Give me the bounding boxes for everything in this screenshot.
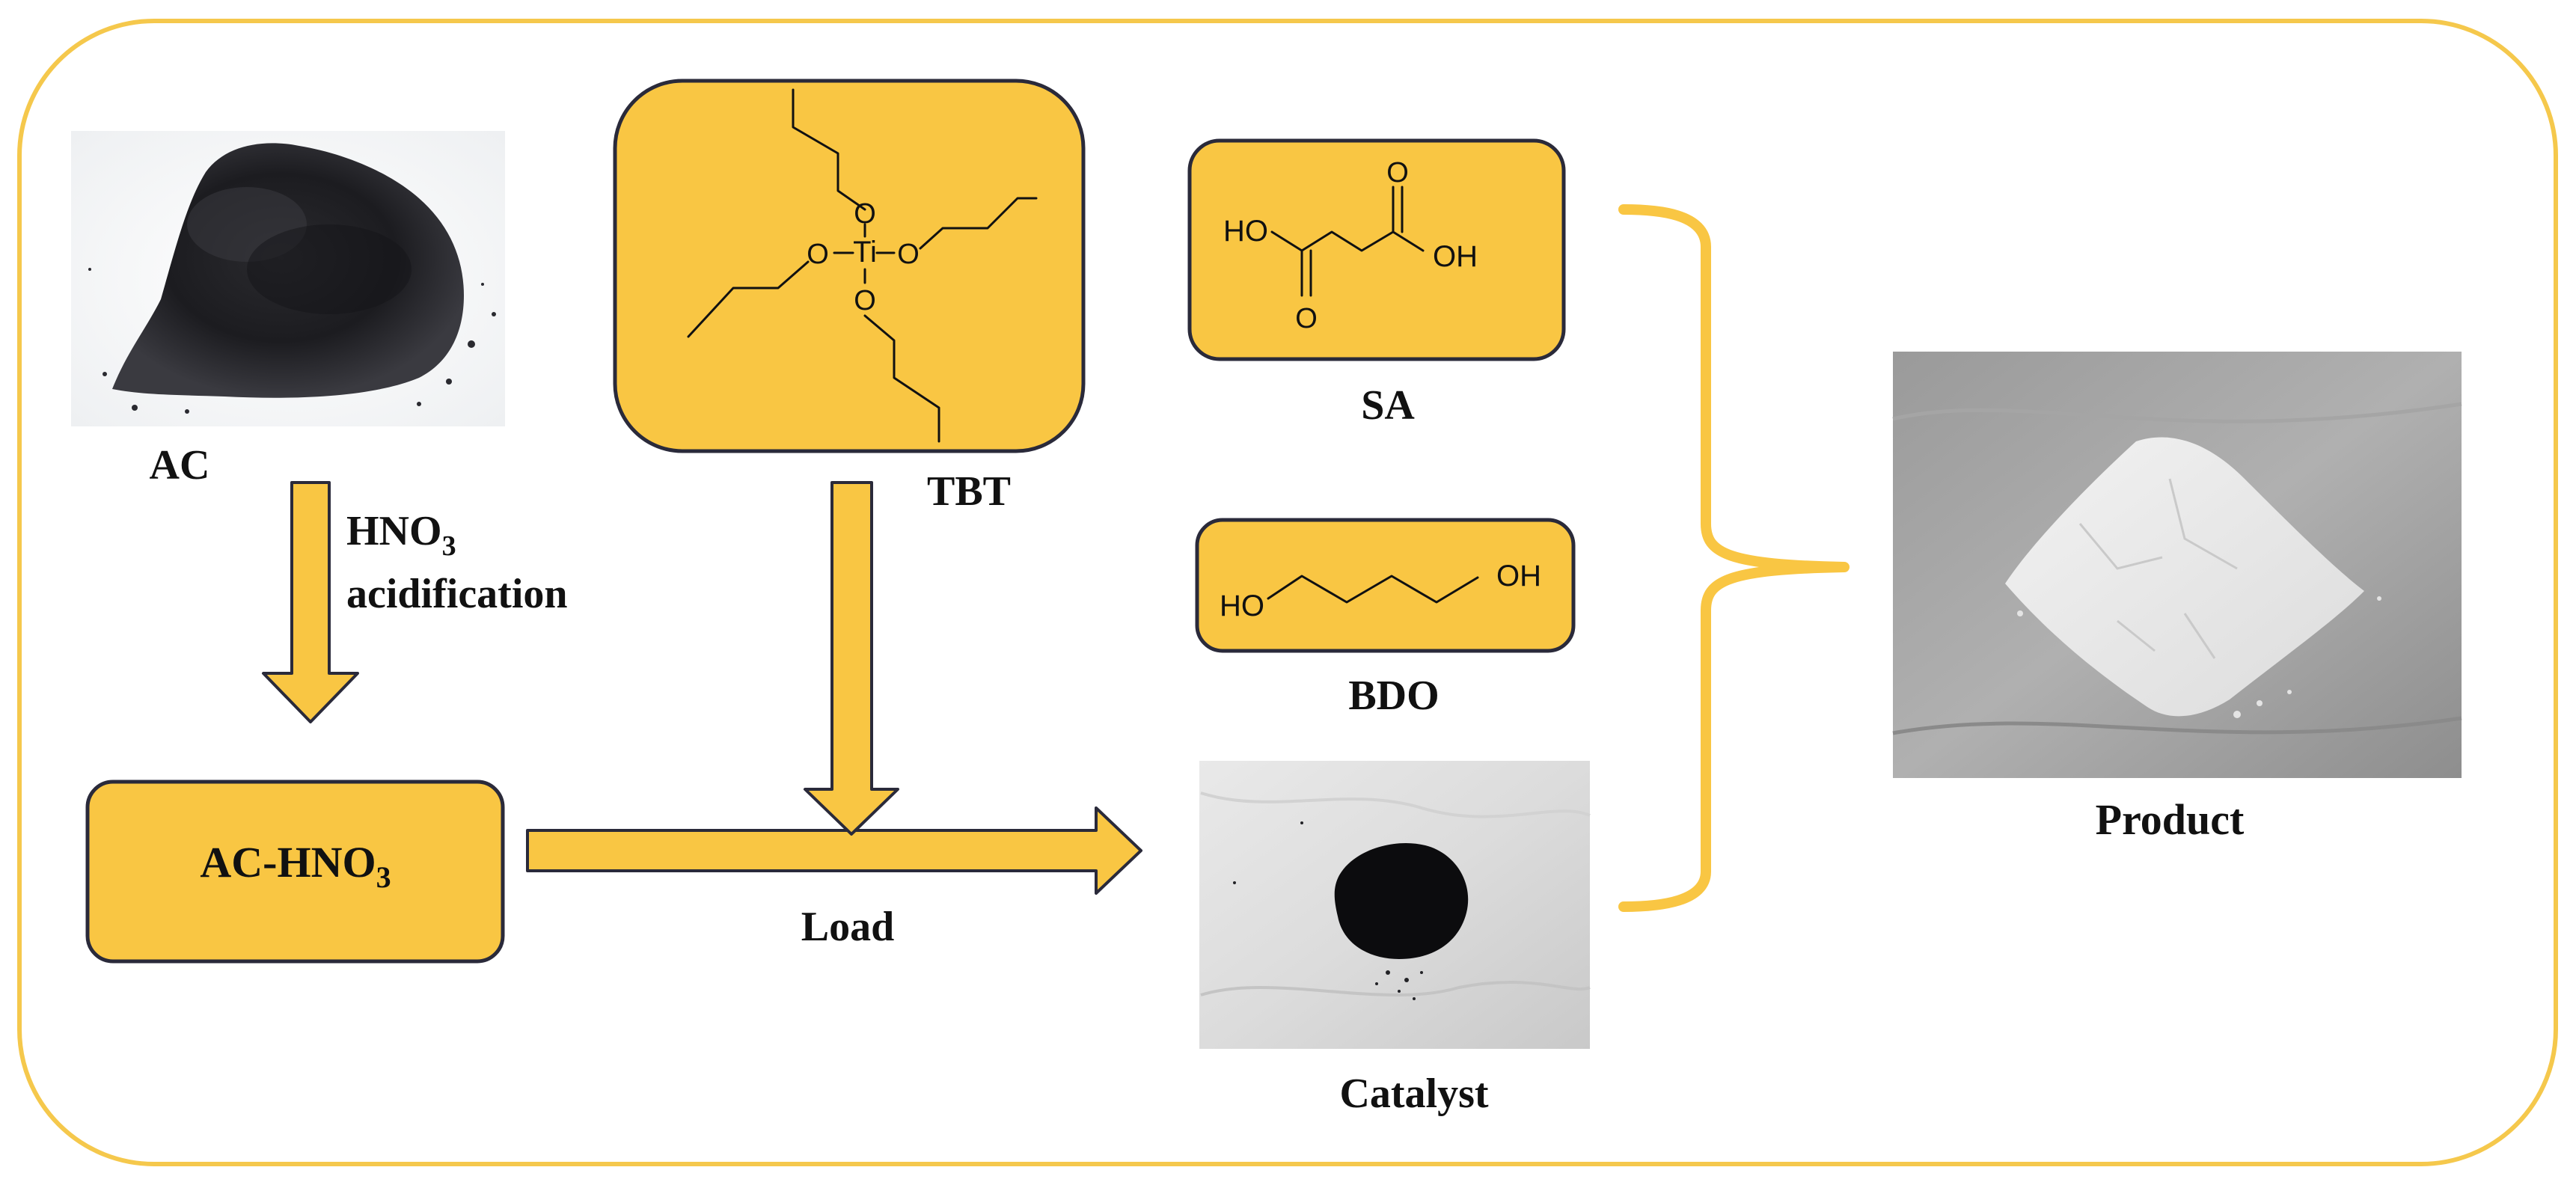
ac-hno3-label: AC-HNO3 [200, 838, 391, 894]
tbt-arrow [804, 481, 899, 836]
sa-structure: HO O O OH [1223, 157, 1478, 334]
product-label: Product [2096, 795, 2245, 844]
hno3-label: HNO3 [346, 508, 456, 562]
svg-text:O: O [1295, 303, 1318, 334]
tbt-box [613, 79, 1086, 453]
acidification-arrow [262, 481, 359, 723]
grouping-brace [1618, 204, 1850, 912]
svg-text:O: O [807, 239, 829, 270]
svg-text:O: O [854, 198, 876, 230]
product-photo [1892, 352, 2462, 778]
ac-label: AC [150, 442, 210, 489]
svg-text:O: O [1386, 157, 1409, 189]
sa-box [1187, 138, 1566, 361]
svg-text:Ti: Ti [853, 236, 877, 269]
tbt-label: TBT [927, 468, 1011, 515]
tbt-structure: Ti O O O O [687, 88, 1038, 443]
load-label: Load [801, 904, 895, 950]
ac-photo [71, 131, 505, 426]
bdo-label: BDO [1348, 673, 1439, 719]
svg-text:OH: OH [1433, 240, 1478, 273]
bdo-box [1195, 518, 1576, 653]
load-arrow [526, 806, 1142, 895]
bdo-structure: HO OH [1220, 560, 1541, 622]
svg-text:O: O [854, 285, 876, 316]
svg-text:HO: HO [1220, 590, 1264, 622]
ac-hno3-box [85, 780, 505, 964]
sa-label: SA [1361, 382, 1415, 429]
catalyst-label: Catalyst [1339, 1071, 1488, 1117]
acidification-label: acidification [346, 571, 568, 617]
catalyst-photo [1199, 761, 1591, 1049]
svg-text:OH: OH [1496, 560, 1541, 592]
svg-text:O: O [897, 239, 920, 270]
svg-text:HO: HO [1223, 215, 1268, 248]
